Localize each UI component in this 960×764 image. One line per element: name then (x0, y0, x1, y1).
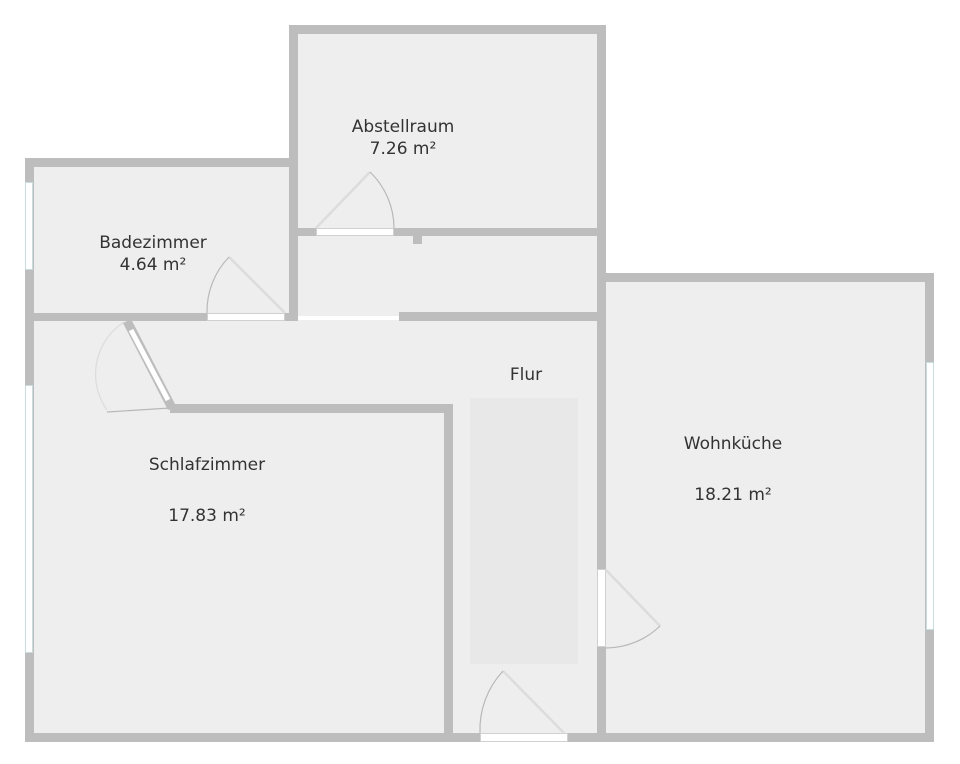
room-label-flur: Flur (486, 364, 566, 386)
flur-rug (470, 398, 578, 664)
wall-bad-bottom-b (285, 313, 298, 321)
room-name: Wohnküche (683, 434, 783, 454)
wall-bad-bottom-a (25, 313, 207, 321)
wall-flur-inner (399, 312, 599, 321)
room-label-abstellraum: Abstellraum 7.26 m² (340, 116, 466, 160)
window-schlaf (25, 385, 33, 653)
wall-bottom-b (568, 733, 934, 742)
window-bad (25, 182, 33, 270)
room-name: Abstellraum (351, 117, 455, 137)
room-name: Badezimmer (99, 233, 207, 253)
room-area: 18.21 m² (694, 485, 772, 505)
room-name: Schlafzimmer (148, 455, 266, 475)
room-label-wohnkueche: Wohnküche 18.21 m² (658, 433, 808, 506)
room-area: 4.64 m² (119, 255, 187, 275)
wall-pillar (413, 234, 422, 244)
floor-flur-upper (298, 236, 598, 316)
door-abstellraum[interactable] (316, 228, 394, 236)
wall-schlaf-top (170, 404, 453, 413)
floor-schlafzimmer (34, 412, 446, 734)
room-name: Flur (509, 365, 543, 385)
room-label-schlafzimmer: Schlafzimmer 17.83 m² (132, 454, 282, 527)
room-label-badezimmer: Badezimmer 4.64 m² (90, 232, 216, 276)
door-wohnkueche[interactable] (597, 569, 606, 647)
room-area: 7.26 m² (369, 139, 437, 159)
wall-bottom-a (25, 733, 480, 742)
wall-abstell-left (289, 25, 298, 321)
wall-bad-top (25, 158, 295, 167)
floor-wohnkueche (606, 282, 926, 734)
wall-wohn-top (597, 273, 934, 282)
door-badezimmer[interactable] (207, 313, 285, 321)
wall-abstell-right (597, 25, 606, 741)
wall-schlaf-right (444, 404, 453, 741)
wall-abstell-bottom-b (394, 228, 599, 236)
door-entrance[interactable] (480, 733, 568, 742)
room-area: 17.83 m² (168, 506, 246, 526)
wall-abstell-top (289, 25, 606, 34)
window-wohn (926, 362, 934, 630)
wall-abstell-bottom-a (294, 228, 316, 236)
